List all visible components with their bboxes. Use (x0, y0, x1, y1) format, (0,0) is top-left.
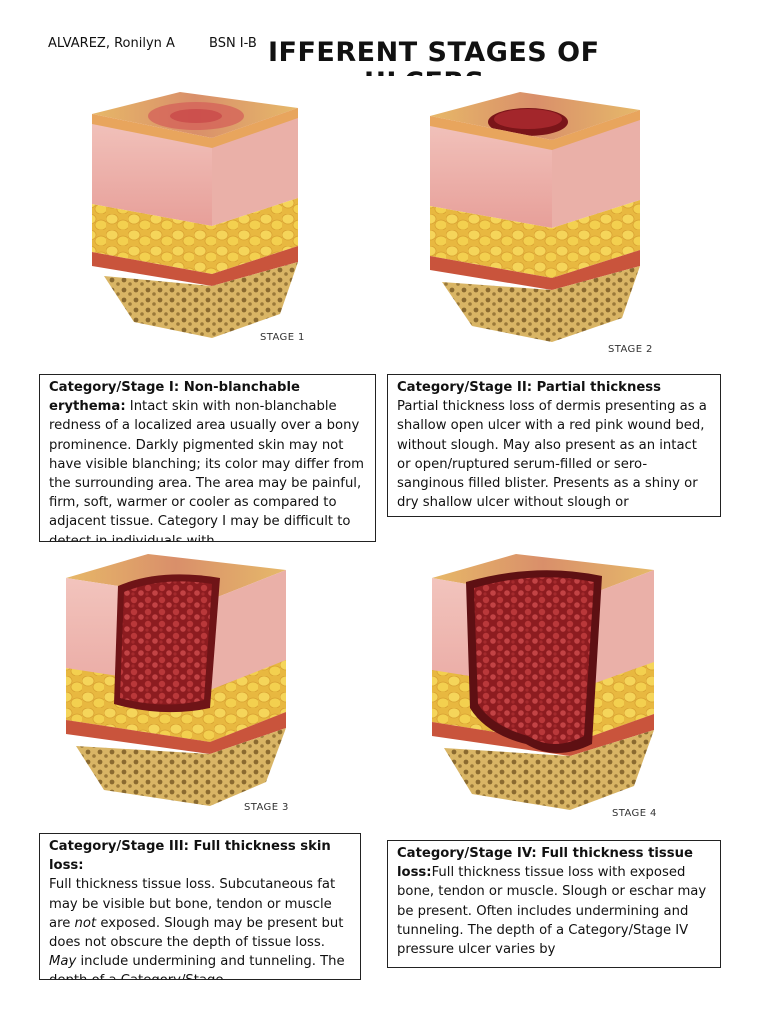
page-title: IFFERENT STAGES OF ULCERS (268, 36, 613, 76)
stage-2-description: Category/Stage II: Partial thickness Par… (387, 374, 721, 517)
stage-1-illustration: STAGE 1 (84, 86, 314, 352)
stage-2-heading: Category/Stage II: Partial thickness (397, 380, 661, 395)
stage-2-label: STAGE 2 (608, 344, 653, 355)
stage-1-label: STAGE 1 (260, 332, 305, 343)
stage-3-description: Category/Stage III: Full thickness skin … (39, 833, 361, 980)
stage-3-body: Full thickness tissue loss. Subcutaneous… (49, 877, 345, 979)
stage-1-heading: Category/Stage I: Non-blanchable erythem… (49, 380, 300, 415)
stage-4-description: Category/Stage IV: Full thickness tissue… (387, 840, 721, 968)
stage-3-label: STAGE 3 (244, 802, 289, 813)
stage-1-description: Category/Stage I: Non-blanchable erythem… (39, 374, 376, 542)
stage-1-body: Intact skin with non-blanchable redness … (49, 399, 365, 542)
stage-2-body: Partial thickness loss of dermis present… (397, 399, 707, 511)
stage-4-body: Full thickness tissue loss with exposed … (397, 865, 707, 958)
stage-4-label: STAGE 4 (612, 808, 657, 819)
stage-4-heading: Category/Stage IV: Full thickness tissue… (397, 846, 693, 881)
stage-2-illustration: STAGE 2 (424, 86, 660, 360)
stage-3-illustration: STAGE 3 (60, 548, 306, 820)
page-title-line2: ULCERS (268, 66, 613, 76)
stage-4-illustration: STAGE 4 (426, 548, 664, 828)
class-section: BSN I-B (209, 36, 257, 51)
page-title-line1: IFFERENT STAGES OF (268, 37, 600, 68)
stage-3-heading: Category/Stage III: Full thickness skin … (49, 839, 331, 874)
student-name: ALVAREZ, Ronilyn A (48, 36, 175, 51)
